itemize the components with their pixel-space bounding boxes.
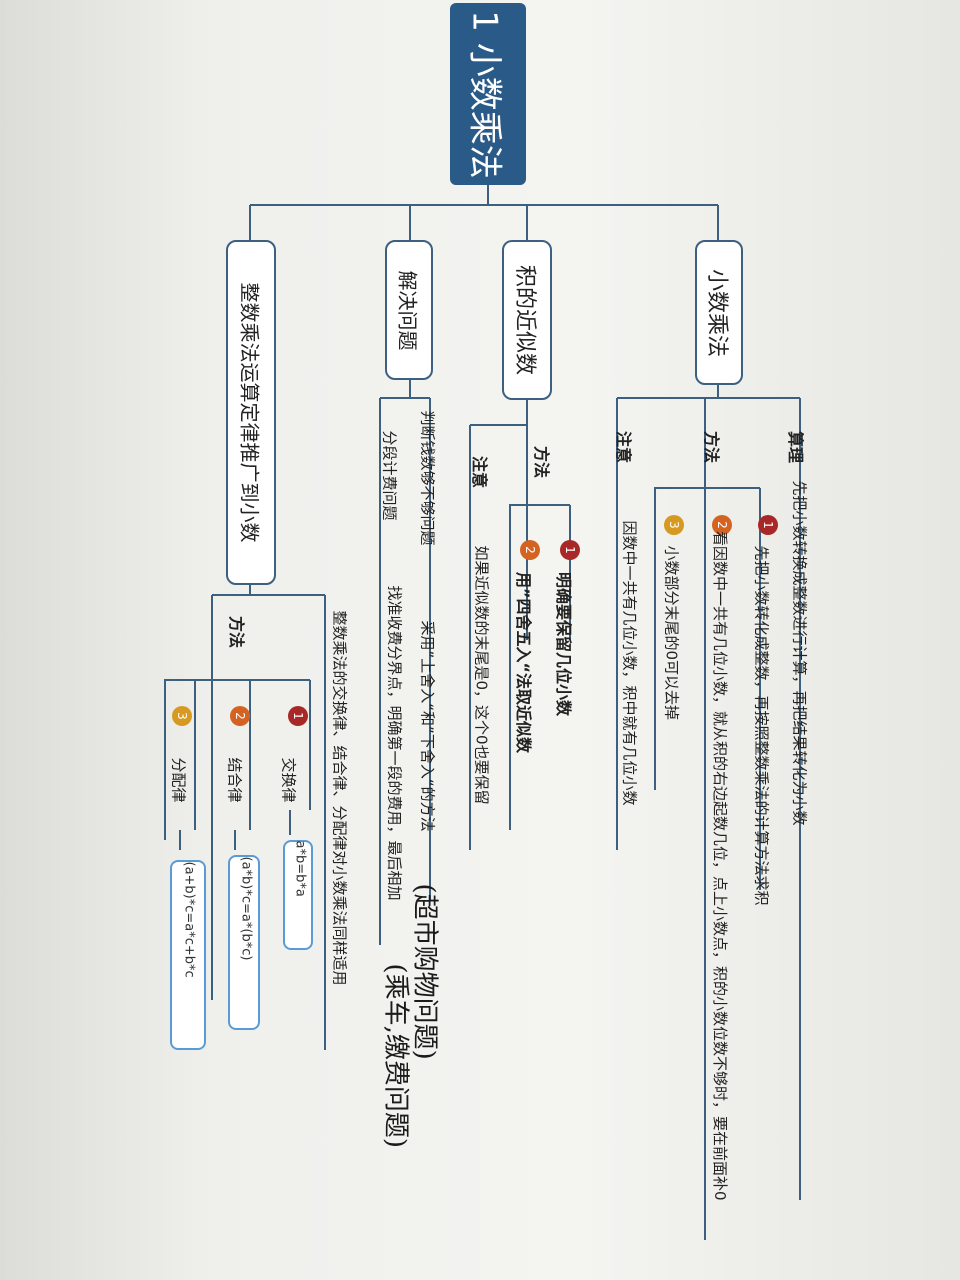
b3-item1: 判断钱数够不够问题	[418, 410, 437, 546]
badge-1: 1	[560, 540, 580, 560]
b1-method-node: 方法	[702, 430, 722, 464]
branch-label: 解决问题	[395, 270, 420, 350]
b4-law2-formula: (a*b)*c=a*(b*c)	[228, 855, 260, 1030]
badge-1: 1	[288, 706, 308, 726]
badge-3: 3	[172, 706, 192, 726]
badge-2: 2	[520, 540, 540, 560]
b1-notice-node: 注意	[614, 430, 634, 464]
b2-notice-text: 如果近似数的末尾是0，这个0也要保留	[472, 545, 491, 805]
b4-method-connector	[164, 679, 311, 840]
b2-connector	[469, 400, 571, 850]
formula-connectors	[179, 810, 291, 850]
badge-2: 2	[230, 706, 250, 726]
b1-method-connector	[654, 487, 761, 1240]
b4-law3: 分配律	[169, 757, 188, 803]
b2-notice-node: 注意	[470, 455, 490, 489]
b1-step2-text: 看因数中一共有几位小数，就从积的右边起数几位，点上小数点，积的小数位数不够时，要…	[711, 531, 729, 1201]
b3-item2-text: 找准收费分界点，明确第一段的费用，最后相加	[385, 585, 404, 901]
b4-law1-formula: a*b=b*a	[283, 840, 313, 950]
b1-notice-text: 因数中一共有几位小数，积中就有几位小数	[620, 520, 639, 806]
b1-step1-text: 先把小数转化成整数，再按照整数乘法的计算方法求积	[752, 545, 771, 906]
b4-summary-text: 整数乘法的交换律、结合律、分配律对小数乘法同样适用	[330, 610, 349, 986]
b2-method-node: 方法	[532, 445, 552, 479]
root-connector	[249, 185, 719, 240]
branch-label: 小数乘法	[704, 268, 730, 357]
b1-step3-text: 小数部分末尾的0可以去掉	[662, 545, 681, 721]
b4-law1: 交换律	[279, 757, 298, 803]
b4-law2: 结合律	[225, 757, 244, 803]
branch-approximate-product[interactable]: 积的近似数	[502, 240, 552, 400]
b3-item2: 分段计费问题	[380, 430, 399, 521]
b2-step1-text: 明确要保留几位小数	[554, 572, 573, 717]
b1-suanli-text: 先把小数转换成整数进行计算，再把结果转化为小数	[790, 480, 809, 826]
badge-1: 1	[758, 515, 778, 535]
branch-label: 整数乘法运算定律推广到小数	[237, 282, 262, 543]
root-title: 1 小数乘法	[464, 9, 505, 179]
b3-item2-handwritten-note: (乘车,缴费问题)	[380, 963, 411, 1149]
b2-step2-text: 用”四舍五入“法取近似数	[514, 572, 533, 754]
branch-label: 积的近似数	[512, 264, 538, 376]
root-node: 1 小数乘法	[450, 3, 526, 185]
b4-connector	[211, 585, 326, 1050]
branch-problem-solving[interactable]: 解决问题	[385, 240, 433, 380]
b1-connector	[616, 385, 801, 1240]
b4-method-node: 方法	[227, 615, 247, 649]
b4-law3-formula: (a+b)*c=a*c+b*c	[170, 860, 206, 1050]
b3-connector	[379, 380, 431, 945]
b1-suanli-node: 算理	[786, 430, 806, 464]
branch-operation-laws[interactable]: 整数乘法运算定律推广到小数	[226, 240, 276, 585]
badge-3: 3	[664, 515, 684, 535]
b3-item1-text: 采用”上舍入“和”下舍入“的方法	[418, 620, 437, 832]
branch-decimal-multiplication[interactable]: 小数乘法	[695, 240, 743, 385]
